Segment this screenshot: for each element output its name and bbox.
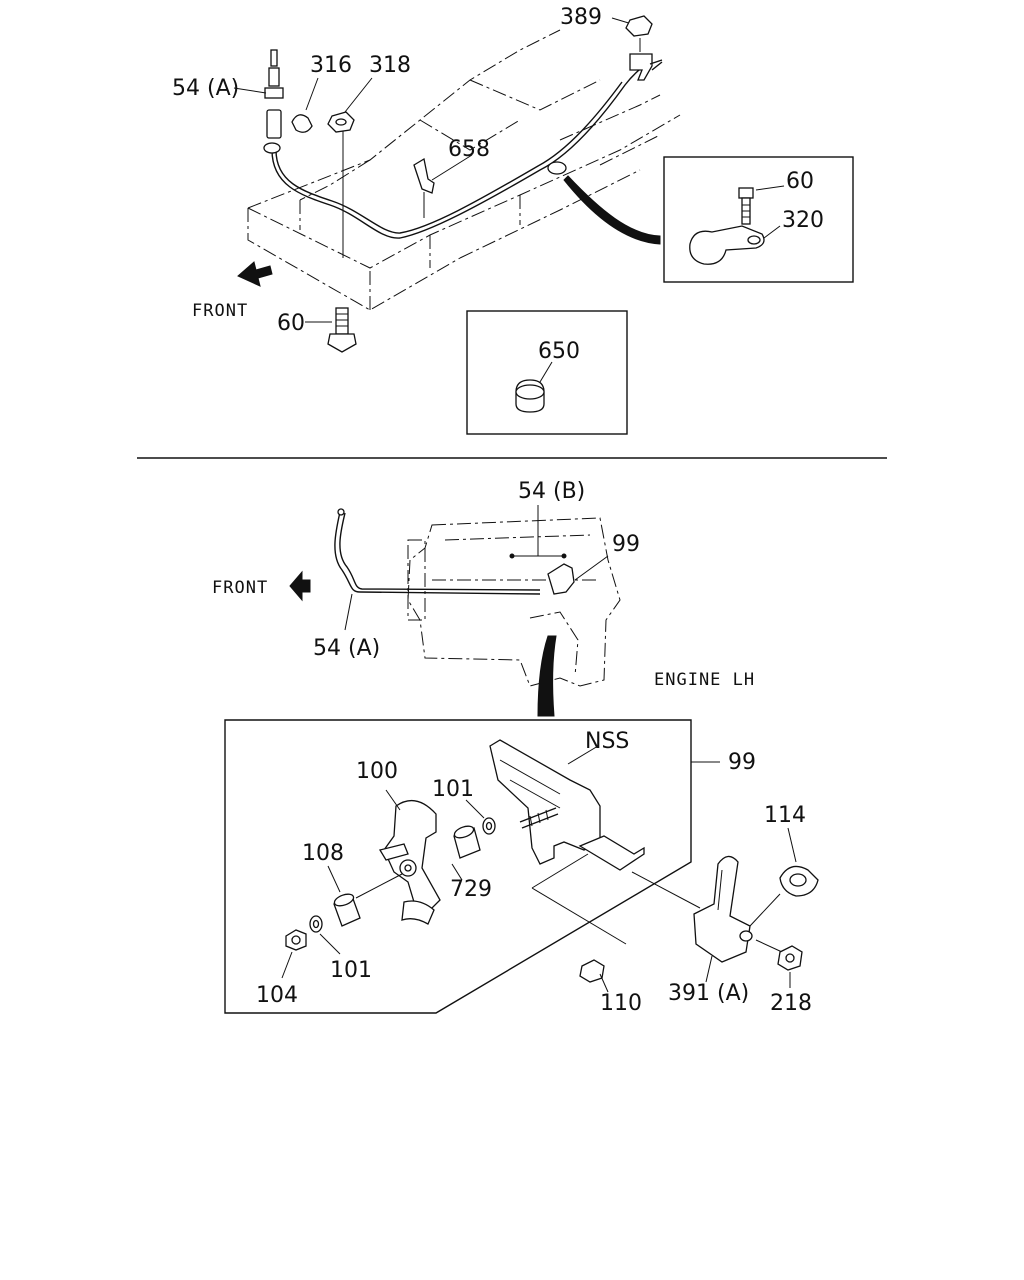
label-650: 650 xyxy=(538,339,580,364)
front-arrow-mid-icon xyxy=(289,570,311,602)
label-110: 110 xyxy=(600,991,642,1016)
inset-leader-arrow xyxy=(563,175,661,245)
label-316: 316 xyxy=(310,53,352,78)
label-389: 389 xyxy=(560,5,602,30)
front-arrow-top-icon xyxy=(237,261,273,287)
label-101-bottom: 101 xyxy=(330,958,372,983)
label-nss: NSS xyxy=(585,729,629,754)
stud-bolt xyxy=(519,807,559,829)
nut-218 xyxy=(777,945,803,988)
label-60-bottom: 60 xyxy=(277,311,305,336)
top-frame-assembly xyxy=(233,15,681,353)
inset-box-cap xyxy=(466,310,628,435)
clip-114 xyxy=(779,827,819,897)
bracket-391a xyxy=(631,855,783,983)
detail-box xyxy=(224,719,819,1014)
label-391a: 391 (A) xyxy=(668,981,749,1006)
label-658: 658 xyxy=(448,137,490,162)
label-54a-mid: 54 (A) xyxy=(313,636,380,661)
bracket-658 xyxy=(413,157,435,218)
label-108: 108 xyxy=(302,841,344,866)
cable-54a-top xyxy=(263,49,651,239)
collar-729 xyxy=(451,825,481,881)
label-100: 100 xyxy=(356,759,398,784)
clip-316 xyxy=(291,114,313,133)
bolt-110 xyxy=(531,853,627,993)
chassis-frame xyxy=(247,29,681,311)
lever-100 xyxy=(378,789,441,925)
nut-318 xyxy=(327,111,355,133)
label-99-mid: 99 xyxy=(612,532,640,557)
label-729: 729 xyxy=(450,877,492,902)
label-60-inset: 60 xyxy=(786,169,814,194)
engine-assembly xyxy=(289,505,621,717)
nut-104 xyxy=(281,929,307,979)
inset-box-clamp xyxy=(663,156,854,283)
label-front-mid: FRONT xyxy=(212,578,268,598)
detail-leader-arrow xyxy=(537,635,557,717)
label-101-top: 101 xyxy=(432,777,474,802)
label-54b: 54 (B) xyxy=(518,479,585,504)
label-54a-top: 54 (A) xyxy=(172,76,239,101)
washer-101-bottom xyxy=(309,915,341,955)
label-front-top: FRONT xyxy=(192,301,248,321)
label-114: 114 xyxy=(764,803,806,828)
label-318: 318 xyxy=(369,53,411,78)
nut-389 xyxy=(625,15,663,81)
label-104: 104 xyxy=(256,983,298,1008)
label-218: 218 xyxy=(770,991,812,1016)
label-99-detail: 99 xyxy=(728,750,756,775)
sleeve-108 xyxy=(327,865,403,927)
callout-labels: 389 54 (A) 316 318 658 FRONT 60 60 320 6… xyxy=(172,5,824,1016)
bracket-nss xyxy=(489,739,645,871)
label-engine-lh: ENGINE LH xyxy=(654,670,755,690)
bolt-60-bottom xyxy=(327,307,357,353)
label-320: 320 xyxy=(782,208,824,233)
